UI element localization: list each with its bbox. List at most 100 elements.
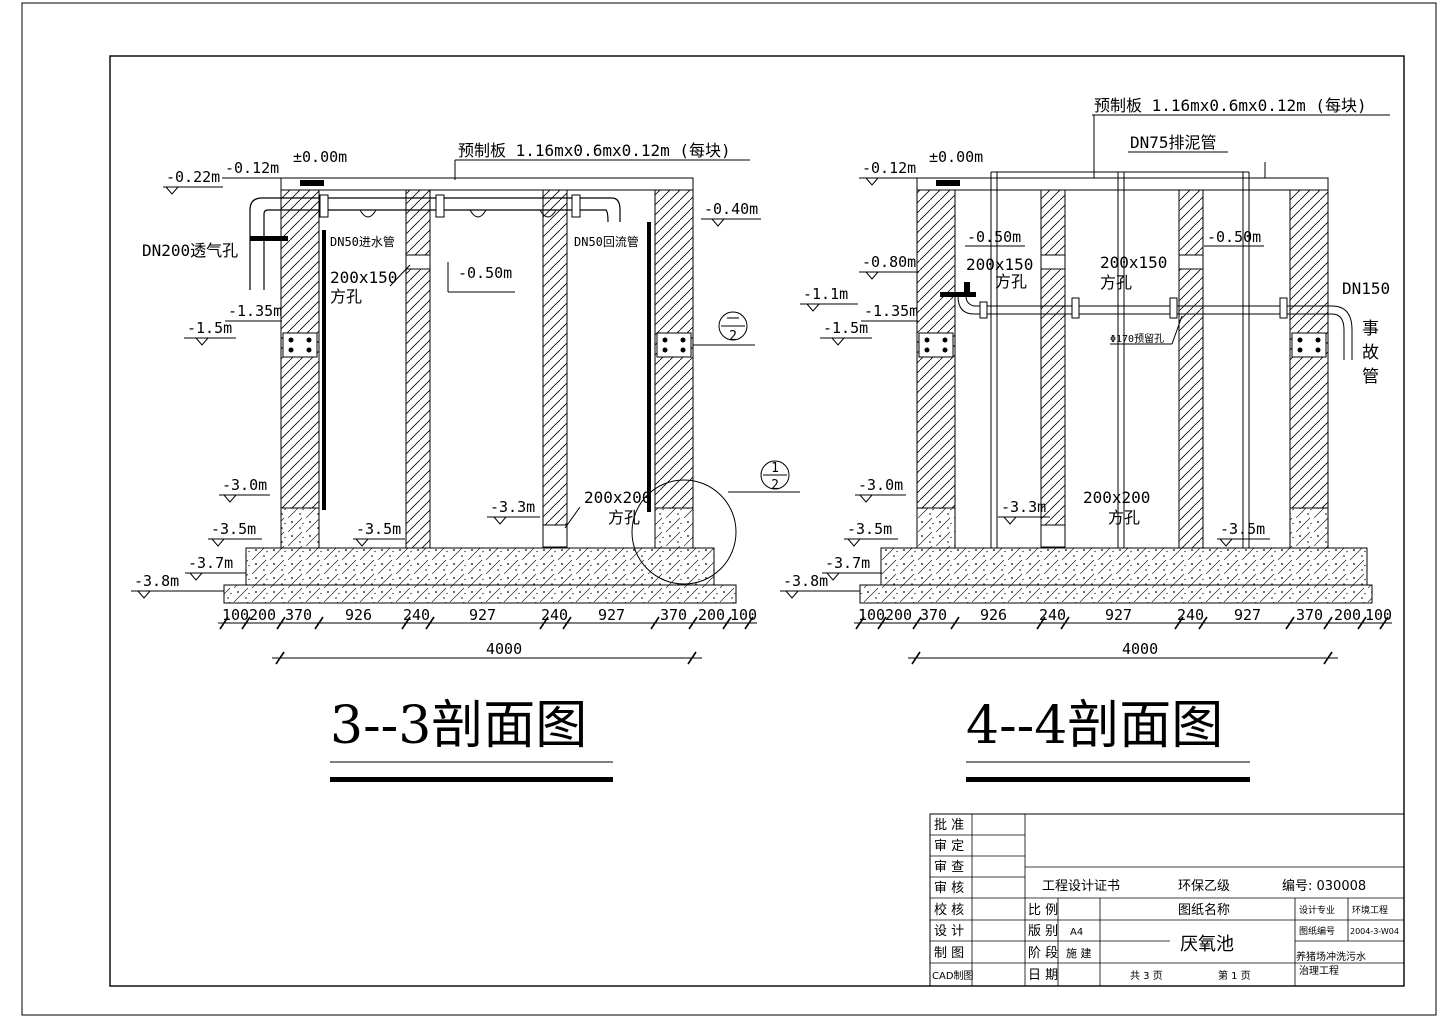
role-4: 校 核 [934, 902, 964, 918]
drawno-value: 2004-3-W04 [1350, 927, 1399, 936]
stage-label: 阶 段 [1028, 946, 1058, 961]
project-2: 治理工程 [1299, 964, 1339, 977]
hole1-a: 200x150 [330, 268, 397, 287]
partition-wall-4 [1178, 189, 1204, 549]
dim-2-0: 100 [858, 606, 885, 624]
drawing-name-label: 图纸名称 [1178, 902, 1230, 918]
role-5: 设 计 [934, 924, 964, 939]
hole3-b-2: 方孔 [1108, 508, 1140, 527]
elev-1-35: -1.35m [228, 302, 282, 320]
cert-label: 工程设计证书 [1042, 879, 1120, 894]
emerg-3: 管 [1362, 367, 1379, 387]
dim-2-4: 240 [1039, 606, 1066, 624]
date-label: 日 期 [1028, 968, 1058, 983]
elev-3-7: -3.7m [188, 554, 233, 572]
elev-1-5-2: -1.5m [823, 319, 868, 337]
dim-6: 240 [541, 606, 568, 624]
elev-0-50-a: -0.50m [967, 228, 1021, 246]
dim-total-2: 4000 [1122, 640, 1158, 658]
dim-2: 370 [285, 606, 312, 624]
detail-2-bot: 2 [771, 478, 779, 493]
detail-1-top: 一 [726, 312, 739, 327]
hole2-a-2: 200x150 [1100, 253, 1167, 272]
ring-beam-left-2 [918, 332, 954, 358]
dim-3: 926 [345, 606, 372, 624]
role-3: 审 核 [934, 881, 964, 896]
stage-value: 施 建 [1066, 946, 1092, 960]
elev-0-00-2: ±0.00m [929, 148, 983, 166]
dim-2-2: 370 [920, 606, 947, 624]
major-value: 环境工程 [1352, 904, 1388, 916]
dim-2-1: 200 [885, 606, 912, 624]
hole3-a-2: 200x200 [1083, 488, 1150, 507]
ring-beam-right-2 [1291, 332, 1327, 358]
dim-2-3: 926 [980, 606, 1007, 624]
sludge-label: DN75排泥管 [1130, 133, 1217, 152]
section-3-3-title: 3--3剖面图 [330, 696, 587, 756]
hole2-a: 200x200 [584, 488, 651, 507]
detail-1-bot: 2 [729, 329, 737, 344]
role-6: 制 图 [934, 946, 964, 961]
scale-label: 比 例 [1028, 903, 1058, 918]
emergency-pipe [957, 295, 1353, 360]
dn150-label: DN150 [1342, 279, 1390, 298]
elev-1-35-2: -1.35m [864, 302, 918, 320]
elev-3-3: -3.3m [490, 498, 535, 516]
partition-wall-3 [1040, 189, 1066, 549]
hole1-b: 方孔 [330, 287, 362, 306]
cover-slab [280, 177, 694, 191]
vent-bar [250, 236, 288, 241]
outer-frame [21, 2, 1437, 1016]
dim-2-7: 927 [1234, 606, 1261, 624]
elev-3-0: -3.0m [222, 476, 267, 494]
detail-circle [631, 479, 737, 585]
dim-7: 927 [598, 606, 625, 624]
elev-0-40: -0.40m [704, 200, 758, 218]
role-1: 审 定 [934, 839, 964, 854]
elev-3-8: -3.8m [134, 572, 179, 590]
elev-3-7-2: -3.7m [825, 554, 870, 572]
title-block: 批 准 审 定 审 查 审 核 校 核 设 计 制 图 CAD制图 工程设计证书… [929, 813, 1405, 987]
vent-label: DN200透气孔 [142, 241, 238, 260]
slab-label-2: 预制板 1.16mx0.6mx0.12m (每块) [1094, 96, 1367, 115]
foundation-slab-2 [880, 547, 1368, 586]
ring-beam-left [282, 332, 318, 358]
elev-0-12: -0.12m [225, 159, 279, 177]
dim-1: 200 [249, 606, 276, 624]
base-slab-2 [859, 584, 1373, 604]
detail-2-top: 1 [771, 461, 779, 476]
dim-5: 927 [469, 606, 496, 624]
dim-4: 240 [403, 606, 430, 624]
base-slab [223, 584, 737, 604]
drawing-name: 厌氧池 [1180, 934, 1234, 955]
dim-2-9: 200 [1334, 606, 1361, 624]
return-riser [647, 222, 651, 512]
foundation-slab [245, 547, 715, 586]
hole2-b: 方孔 [608, 508, 640, 527]
slab-label: 预制板 1.16mx0.6mx0.12m (每块) [458, 141, 731, 160]
dim-10: 100 [730, 606, 757, 624]
partition-wall-2 [542, 189, 568, 549]
elev-3-5-in-2: -3.5m [1220, 520, 1265, 538]
emerg-1: 事 [1362, 319, 1379, 339]
elev-0-50-b: -0.50m [1207, 228, 1261, 246]
dim-8: 370 [660, 606, 687, 624]
elev-0-80: -0.80m [862, 253, 916, 271]
sludge-pipes [990, 162, 1266, 548]
grade-label: 环保乙级 [1178, 879, 1230, 894]
elev-0-12-2: -0.12m [862, 159, 916, 177]
section-4-4-title: 4--4剖面图 [966, 696, 1223, 756]
elev-3-3-2: -3.3m [1001, 498, 1046, 516]
project-1: 养猪场冲洗污水 [1296, 950, 1366, 963]
dim-9: 200 [698, 606, 725, 624]
elev-0-00: ±0.00m [293, 148, 347, 166]
hole2-b-2: 方孔 [1100, 273, 1132, 292]
page-label: 第 1 页 [1218, 969, 1251, 982]
role-2: 审 查 [934, 860, 964, 875]
elev-1-5: -1.5m [187, 319, 232, 337]
ring-beam-right [656, 332, 692, 358]
major-label: 设计专业 [1299, 904, 1335, 916]
dim-2-5: 927 [1105, 606, 1132, 624]
section-3-3: 1 2 一 2 预制板 1.16mx0.6mx0.12m (每块) ±0.00m… [131, 141, 800, 782]
